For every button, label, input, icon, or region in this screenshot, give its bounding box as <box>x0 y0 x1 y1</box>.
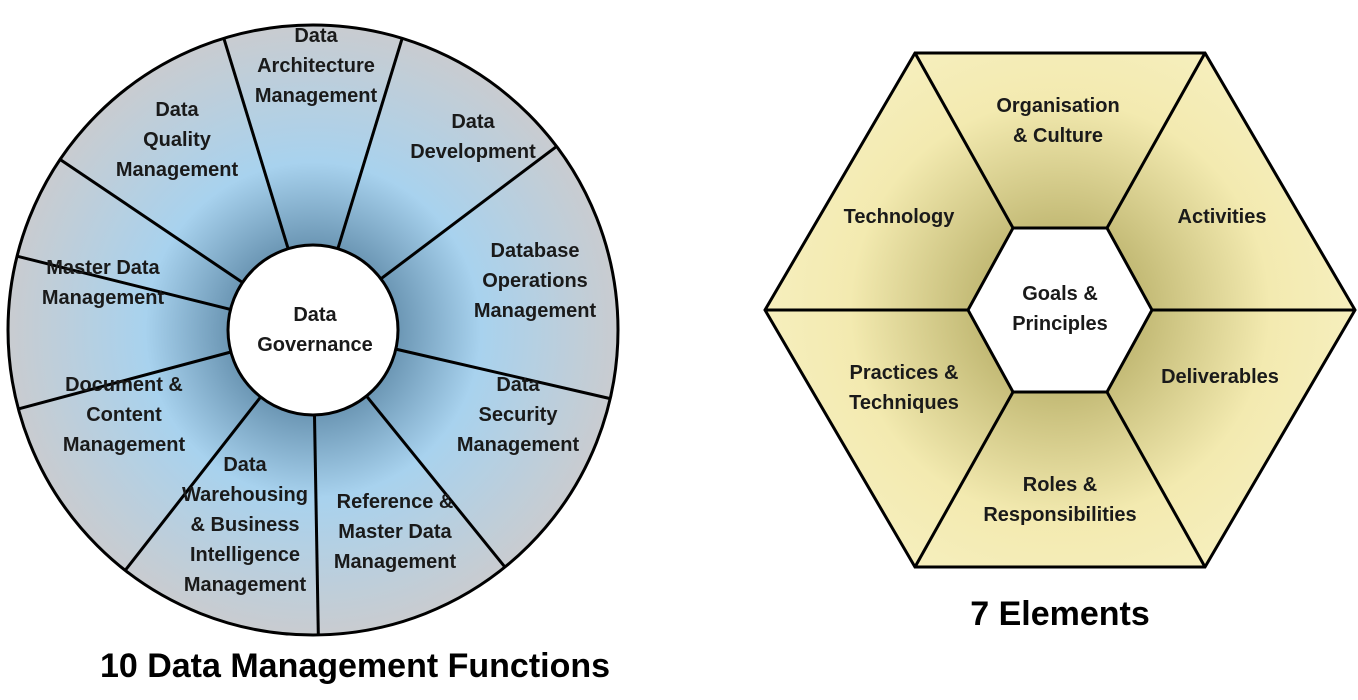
wheel-segment-database-operations-management-line: Management <box>474 300 597 322</box>
wheel-segment-data-development-line: Data <box>451 111 495 133</box>
wheel-divider <box>312 414 320 635</box>
hexagon-segment-technology-line: Technology <box>844 206 956 228</box>
hexagon-segment-practices-techniques-line: Practices & <box>850 362 959 384</box>
wheel-segment-data-security-management-line: Management <box>457 434 580 456</box>
wheel-segment-data-quality-management-line: Quality <box>143 129 212 151</box>
wheel-segment-data-development-line: Development <box>410 141 536 163</box>
wheel-segment-document-content-management-line: Document & <box>65 374 183 396</box>
hexagon-segment-roles-responsibilities-line: Roles & <box>1023 474 1097 496</box>
wheel-divider <box>365 395 507 568</box>
wheel-divider <box>395 347 611 401</box>
hexagon-center-label: Goals & Principles <box>1012 283 1108 335</box>
wheel-center-circle <box>226 243 400 417</box>
hexagon-segment-organisation-culture-line: & Culture <box>1013 125 1103 147</box>
wheel-segment-master-data-management-line: Management <box>42 287 165 309</box>
hexagon-segment-activities: Activities <box>1178 206 1267 228</box>
hexagon-segment-deliverables: Deliverables <box>1161 366 1279 388</box>
wheel-divider <box>16 254 231 311</box>
wheel-divider <box>379 145 558 281</box>
wheel-segment-data-architecture-management-line: Data <box>294 25 338 47</box>
wheel-segment-data-warehousing-bi-management-line: Warehousing <box>182 484 308 506</box>
hexagon-segment-activities-line: Activities <box>1178 206 1267 228</box>
wheel-caption: 10 Data Management Functions <box>100 647 610 685</box>
wheel-segment-reference-master-data-management-line: Management <box>334 551 457 573</box>
wheel-divider <box>124 396 262 572</box>
hexagon-divider <box>913 52 1015 229</box>
wheel-segment-data-warehousing-bi-management-line: Management <box>184 574 307 596</box>
wheel-segment-data-quality-management-line: Management <box>116 159 239 181</box>
hexagon-segment-practices-techniques-line: Techniques <box>849 392 959 414</box>
wheel-segment-data-quality-management-line: Data <box>155 99 199 121</box>
hexagon-center-label-line: Goals & <box>1022 283 1098 305</box>
wheel-segment-master-data-management-line: Master Data <box>46 257 160 279</box>
wheel-divider <box>18 350 232 411</box>
hexagon-center-label-line: Principles <box>1012 313 1108 335</box>
hexagon-segment-roles-responsibilities: Roles & Responsibilities <box>983 474 1136 526</box>
hexagon-segment-practices-techniques: Practices & Techniques <box>849 362 959 414</box>
hexagon-segment-organisation-culture: Organisation & Culture <box>996 95 1119 147</box>
wheel-segment-document-content-management-line: Management <box>63 434 186 456</box>
hexagon-divider <box>1105 391 1207 568</box>
elements-hexagon: Organisation & CultureActivitiesDeliverab… <box>763 51 1357 569</box>
hexagon-segment-organisation-culture-line: Organisation <box>996 95 1119 117</box>
hexagon-center <box>966 226 1154 394</box>
hexagon-segment-deliverables-line: Deliverables <box>1161 366 1279 388</box>
wheel-segment-reference-master-data-management-line: Reference & <box>337 491 454 513</box>
wheel-center-label-line: Data <box>293 304 337 326</box>
wheel-divider <box>59 158 244 284</box>
hexagon-caption: 7 Elements <box>970 595 1150 633</box>
hexagon-segment-technology: Technology <box>844 206 956 228</box>
wheel-center-label-line: Governance <box>257 334 373 356</box>
wheel-segment-document-content-management-line: Content <box>86 404 162 426</box>
wheel-segment-database-operations-management-line: Operations <box>482 270 588 292</box>
wheel-segment-data-security-management-line: Data <box>496 374 540 396</box>
wheel-segment-data-warehousing-bi-management-line: & Business <box>191 514 300 536</box>
hexagon-segment-roles-responsibilities-line: Responsibilities <box>983 504 1136 526</box>
wheel-segment-reference-master-data-management-line: Master Data <box>338 521 452 543</box>
wheel-segment-data-architecture-management-line: Architecture <box>257 55 375 77</box>
wheel-divider <box>336 37 404 250</box>
wheel-segment-data-architecture-management-line: Management <box>255 85 378 107</box>
wheel-segment-database-operations-management-line: Database <box>491 240 580 262</box>
wheel-divider <box>222 37 290 250</box>
hexagon-divider <box>1105 52 1207 229</box>
wheel-segment-data-warehousing-bi-management-line: Data <box>223 454 267 476</box>
hexagon-divider <box>913 391 1015 568</box>
wheel-segment-data-security-management-line: Security <box>479 404 559 426</box>
wheel-segment-data-warehousing-bi-management-line: Intelligence <box>190 544 300 566</box>
